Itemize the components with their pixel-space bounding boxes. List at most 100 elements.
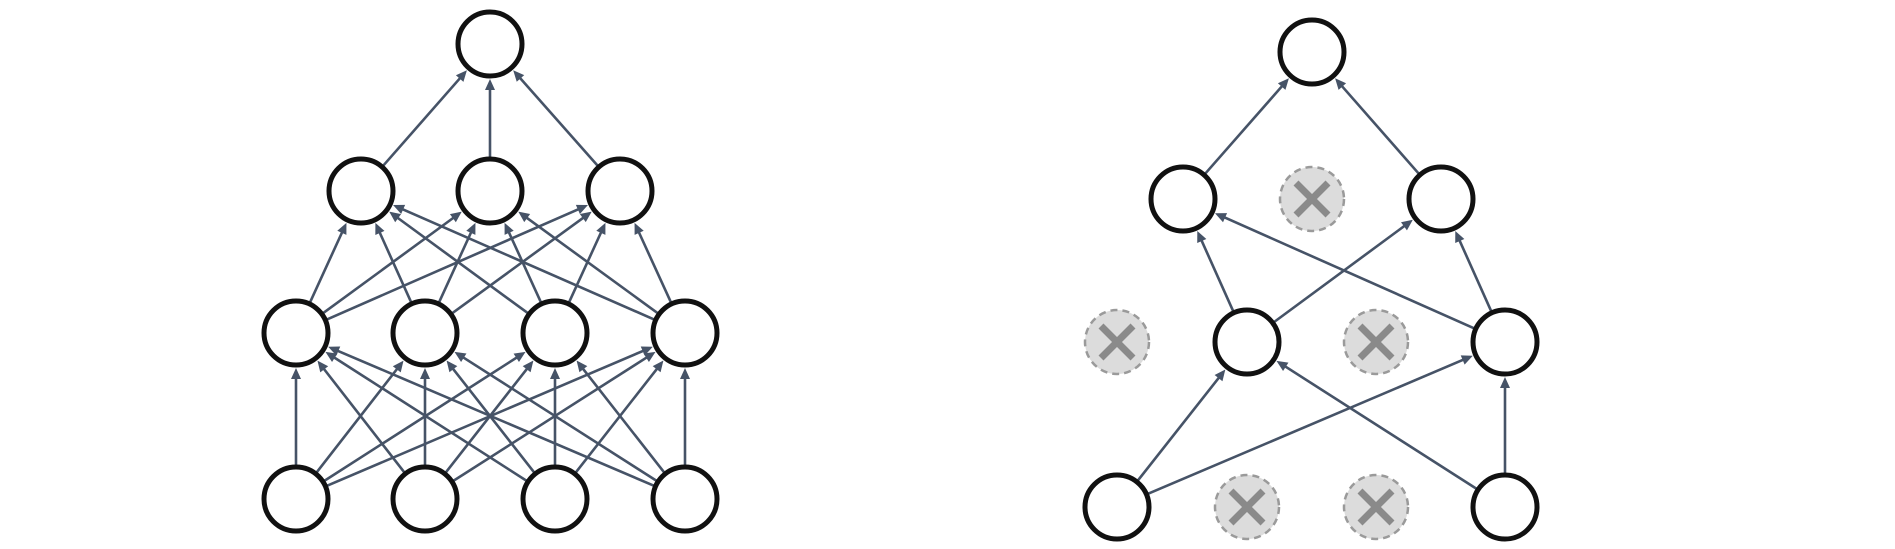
connection-input-0-to-hidden-1-1 xyxy=(314,360,404,475)
arrowhead-icon xyxy=(596,222,606,235)
unit-input-2 xyxy=(520,464,590,534)
arrowhead-icon xyxy=(513,70,525,82)
dropped-x-icon xyxy=(1357,488,1395,526)
connection-input-0-to-hidden-1-2 xyxy=(322,351,526,483)
connection-input-3-to-hidden-1-1 xyxy=(454,351,659,483)
arrowhead-icon xyxy=(643,351,656,362)
dropout-network xyxy=(1082,17,1540,542)
arrowhead-icon xyxy=(634,222,644,235)
connection-hidden-1-3-to-hidden-2-0 xyxy=(1214,213,1477,331)
connection-hidden-1-3-to-hidden-2-2 xyxy=(634,222,673,305)
arrowhead-icon xyxy=(446,360,458,373)
connection-input-1-to-hidden-1-2 xyxy=(443,360,534,475)
connection-input-0-to-hidden-1-1 xyxy=(1135,369,1226,483)
arrowhead-icon xyxy=(449,211,462,223)
units xyxy=(261,9,720,534)
arrowhead-icon xyxy=(1214,213,1228,223)
arrowhead-icon xyxy=(518,211,531,223)
arrowhead-icon xyxy=(392,360,404,373)
arrowhead-icon xyxy=(575,204,588,215)
connection-input-1-to-hidden-1-3 xyxy=(451,351,656,483)
unit-hidden-2-0 xyxy=(326,156,396,226)
connection-input-3-to-hidden-1-2 xyxy=(576,360,667,475)
arrowhead-icon xyxy=(1455,230,1465,244)
arrowhead-icon xyxy=(1197,230,1207,244)
connection-input-2-to-hidden-1-2 xyxy=(550,368,560,467)
connection-hidden-1-1-to-hidden-2-1 xyxy=(437,222,476,305)
arrowhead-icon xyxy=(375,222,385,235)
dropped-unit-input-2 xyxy=(1342,473,1410,541)
arrowhead-icon xyxy=(576,360,588,373)
connection-hidden-2-2-to-output-0 xyxy=(513,70,600,168)
connection-hidden-1-0-to-hidden-2-0 xyxy=(308,222,347,305)
arrowhead-icon xyxy=(466,222,476,235)
connection-input-0-to-hidden-1-3 xyxy=(1145,355,1473,496)
connection-hidden-2-2-to-output-0 xyxy=(1335,78,1421,176)
connection-hidden-1-1-to-hidden-2-0 xyxy=(1197,230,1236,314)
connection-input-1-to-hidden-1-0 xyxy=(317,360,407,475)
connection-hidden-2-0-to-output-0 xyxy=(381,70,467,168)
connection-input-2-to-hidden-1-1 xyxy=(446,360,537,475)
arrowhead-icon xyxy=(652,360,664,373)
dropped-x-icon xyxy=(1228,488,1266,526)
dropped-x-icon xyxy=(1357,323,1395,361)
arrowhead-icon xyxy=(1401,219,1413,231)
arrowhead-icon xyxy=(1214,369,1226,382)
arrowhead-icon xyxy=(550,368,560,379)
connection-hidden-1-3-to-hidden-2-1 xyxy=(518,211,660,316)
connection-hidden-1-2-to-hidden-2-0 xyxy=(389,211,530,316)
arrowhead-icon xyxy=(455,70,467,82)
unit-hidden-2-0 xyxy=(1148,164,1218,234)
unit-input-3 xyxy=(1470,472,1540,542)
unit-input-0 xyxy=(261,464,331,534)
dropped-unit-input-1 xyxy=(1213,473,1281,541)
arrowhead-icon xyxy=(1500,377,1510,388)
units xyxy=(1082,17,1540,542)
arrowhead-icon xyxy=(1335,78,1347,90)
connection-hidden-1-3-to-hidden-2-0 xyxy=(393,204,657,322)
connection-hidden-2-1-to-output-0 xyxy=(485,79,495,159)
connection-input-3-to-hidden-1-0 xyxy=(328,346,657,488)
unit-output-0 xyxy=(455,9,525,79)
arrowhead-icon xyxy=(513,351,526,363)
dropped-unit-hidden-1-2 xyxy=(1342,308,1410,376)
connection-input-2-to-hidden-1-3 xyxy=(573,360,664,475)
arrowhead-icon xyxy=(389,211,402,223)
unit-hidden-2-2 xyxy=(585,156,655,226)
arrowhead-icon xyxy=(328,346,341,356)
dropped-x-icon xyxy=(1098,323,1136,361)
arrowhead-icon xyxy=(1460,355,1473,365)
arrowhead-icon xyxy=(1276,360,1289,371)
unit-hidden-1-3 xyxy=(650,298,720,368)
unit-input-0 xyxy=(1082,472,1152,542)
dropped-unit-hidden-2-1 xyxy=(1278,165,1346,233)
unit-hidden-1-1 xyxy=(1212,307,1282,377)
unit-hidden-2-2 xyxy=(1406,164,1476,234)
connection-hidden-1-1-to-hidden-2-0 xyxy=(375,222,414,305)
arrowhead-icon xyxy=(522,360,534,373)
connection-hidden-1-2-to-hidden-2-1 xyxy=(504,222,543,305)
arrowhead-icon xyxy=(317,360,329,373)
unit-hidden-2-1 xyxy=(455,156,525,226)
connection-hidden-1-0-to-hidden-2-2 xyxy=(324,204,588,322)
connection-hidden-2-0-to-output-0 xyxy=(1203,78,1289,176)
arrowhead-icon xyxy=(504,222,514,235)
connection-hidden-1-1-to-hidden-2-2 xyxy=(1271,219,1413,325)
connections xyxy=(291,70,690,488)
connection-input-1-to-hidden-1-1 xyxy=(420,368,430,467)
unit-hidden-1-2 xyxy=(520,298,590,368)
unit-input-3 xyxy=(650,464,720,534)
unit-output-0 xyxy=(1277,17,1347,87)
arrowhead-icon xyxy=(680,368,690,379)
arrowhead-icon xyxy=(393,204,406,215)
connection-hidden-1-0-to-hidden-2-1 xyxy=(321,211,462,316)
connection-input-2-to-hidden-1-0 xyxy=(325,351,529,483)
arrowhead-icon xyxy=(420,368,430,379)
unit-hidden-1-0 xyxy=(261,298,331,368)
connection-hidden-1-1-to-hidden-2-2 xyxy=(450,211,592,316)
arrowhead-icon xyxy=(454,351,467,362)
unit-input-1 xyxy=(390,464,460,534)
dropped-unit-hidden-1-0 xyxy=(1083,308,1151,376)
arrowhead-icon xyxy=(485,79,495,90)
